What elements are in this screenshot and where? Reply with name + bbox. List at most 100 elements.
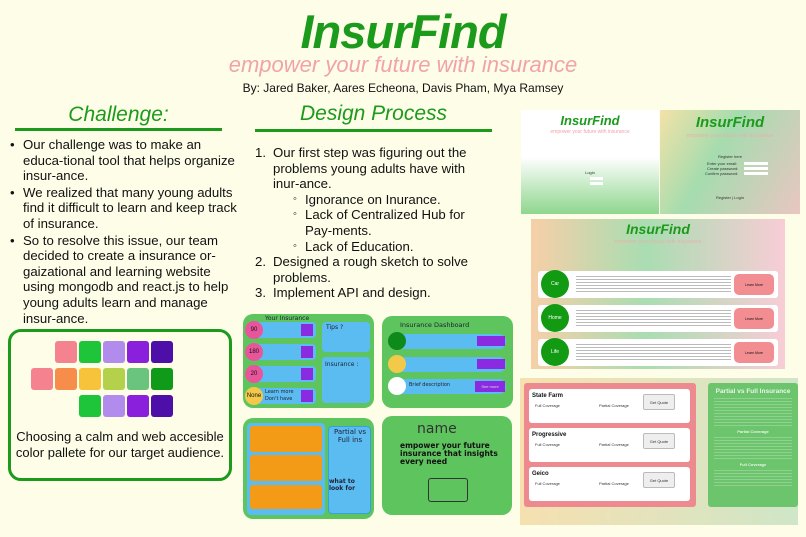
coverage-label: Full Coverage xyxy=(535,403,560,408)
sketch-button: See more xyxy=(475,381,505,392)
sketch-circle: 90 xyxy=(245,321,263,339)
screen-title: InsurFind xyxy=(626,221,690,237)
design-steps: 1. Our first step was figuring out the p… xyxy=(255,145,495,301)
design-step: 1. Our first step was figuring out the p… xyxy=(255,145,495,254)
step-text: Our first step was figuring out the prob… xyxy=(273,145,467,192)
screen-subtitle: empower your future with insurance xyxy=(686,133,774,139)
company-name: Progressive xyxy=(532,432,567,438)
get-quote-button: Get Quote xyxy=(643,433,675,449)
category-row: Car Learn More xyxy=(538,270,778,298)
challenge-bullet: So to resolve this issue, our team decid… xyxy=(8,233,238,327)
challenge-list: Our challenge was to make an educa-tiona… xyxy=(8,137,238,326)
info-panel: Partial vs Full Insurance Partial Covera… xyxy=(708,383,798,507)
learn-more-button: Learn More xyxy=(734,308,774,329)
company-name: Geico xyxy=(532,471,549,477)
problem-item: Lack of Education. xyxy=(291,239,495,255)
challenge-heading: Challenge: xyxy=(68,103,169,126)
login-screenshot: InsurFind empower your future with insur… xyxy=(521,110,659,214)
design-divider xyxy=(255,129,492,132)
sketch-title: Partial vs Full ins xyxy=(333,428,366,444)
coverage-label: Full Coverage xyxy=(535,481,560,486)
sketch-landing: name empower your future insurance that … xyxy=(382,416,512,515)
color-swatch xyxy=(103,341,125,363)
coverage-label: Partial Coverage xyxy=(599,403,629,408)
panel-title: Partial vs Full Insurance xyxy=(715,388,791,395)
sketch-text: Don't have xyxy=(265,396,293,402)
sketch-your-insurance: Your Insurance 90 180 20 None Learn more… xyxy=(243,314,374,408)
sketch-circle: 180 xyxy=(245,343,263,361)
color-swatch xyxy=(79,395,101,417)
problem-item: Lack of Centralized Hub for Pay-ments. xyxy=(291,207,495,238)
step-number: 1. xyxy=(255,145,266,160)
color-swatch xyxy=(151,395,173,417)
sketch-title: Your Insurance xyxy=(265,315,310,322)
category-circle: Home xyxy=(541,304,569,332)
sketch-text: empower your future insurance that insig… xyxy=(400,441,498,466)
color-swatch xyxy=(127,395,149,417)
category-circle: Life xyxy=(541,338,569,366)
screen-subtitle: empower your future with insurance xyxy=(550,129,630,135)
coverage-label: Partial Coverage xyxy=(599,442,629,447)
color-swatch xyxy=(79,368,101,390)
sketch-text: Brief description xyxy=(409,382,451,388)
color-swatch xyxy=(31,368,53,390)
field-label: Enter your email: xyxy=(707,161,738,166)
step-text: Implement API and design. xyxy=(273,285,431,301)
palette-caption: Choosing a calm and web accesible color … xyxy=(15,429,225,460)
coverage-label: Partial Coverage xyxy=(599,481,629,486)
sketch-circle: None xyxy=(245,387,263,405)
sketch-title: name xyxy=(417,421,457,437)
color-swatch xyxy=(103,395,125,417)
sketch-title: Insurance Dashboard xyxy=(400,321,470,329)
company-card: Geico Full Coverage Partial Coverage Get… xyxy=(529,467,690,501)
company-card: Progressive Full Coverage Partial Covera… xyxy=(529,428,690,462)
main-screenshot: InsurFind empower your future with insur… xyxy=(531,219,785,369)
challenge-bullet: We realized that many young adults find … xyxy=(8,185,238,232)
poster-subtitle: empower your future with insurance xyxy=(228,52,578,77)
screen-title: InsurFind xyxy=(560,113,620,128)
challenge-bullet: Our challenge was to make an educa-tiona… xyxy=(8,137,238,184)
company-card: State Farm Full Coverage Partial Coverag… xyxy=(529,389,690,423)
sketch-dashboard: Insurance Dashboard Brief description Se… xyxy=(382,316,513,408)
sketch-text: Insurance : xyxy=(325,361,359,368)
compare-screenshot: State Farm Full Coverage Partial Coverag… xyxy=(520,378,798,525)
color-swatch xyxy=(151,341,173,363)
step-number: 3. xyxy=(255,285,266,301)
learn-more-button: Learn More xyxy=(734,274,774,295)
panel-heading: Full Coverage xyxy=(739,462,767,467)
color-palette-box: Choosing a calm and web accesible color … xyxy=(8,329,232,481)
panel-heading: Partial Coverage xyxy=(737,429,769,434)
sketch-text: what to look for xyxy=(329,478,356,492)
step-text: Designed a rough sketch to solve problem… xyxy=(273,254,468,285)
sketch-text: Tips ? xyxy=(326,324,344,331)
category-row: Life Learn More xyxy=(538,338,778,366)
color-swatch xyxy=(103,368,125,390)
login-label: Login xyxy=(585,170,595,175)
category-row: Home Learn More xyxy=(538,304,778,332)
color-swatch xyxy=(127,368,149,390)
get-quote-button: Get Quote xyxy=(643,472,675,488)
step-number: 2. xyxy=(255,254,266,270)
authors: By: Jared Baker, Aares Echeona, Davis Ph… xyxy=(242,81,564,95)
screen-title: InsurFind xyxy=(695,114,765,131)
challenge-divider xyxy=(15,128,222,131)
design-step: 2. Designed a rough sketch to solve probl… xyxy=(255,254,495,285)
poster-title: InsurFind xyxy=(300,5,506,58)
problem-list: Ignorance on Inurance. Lack of Centraliz… xyxy=(291,192,495,254)
register-screenshot: InsurFind empower your future with insur… xyxy=(660,110,800,214)
color-swatch xyxy=(127,341,149,363)
color-swatch xyxy=(151,368,173,390)
color-swatch xyxy=(55,368,77,390)
color-swatch xyxy=(79,341,101,363)
problem-item: Ignorance on Inurance. xyxy=(291,192,495,208)
register-button: Register | Login xyxy=(716,195,744,200)
register-label: Register here xyxy=(717,154,742,159)
field-label: Create password: xyxy=(707,166,739,171)
screen-subtitle: empower your future with insurance xyxy=(614,239,702,245)
company-name: State Farm xyxy=(532,393,564,399)
coverage-label: Full Coverage xyxy=(535,442,560,447)
color-swatch xyxy=(55,341,77,363)
field-label: Confirm password: xyxy=(705,171,739,176)
get-quote-button: Get Quote xyxy=(643,394,675,410)
learn-more-button: Learn More xyxy=(734,342,774,363)
